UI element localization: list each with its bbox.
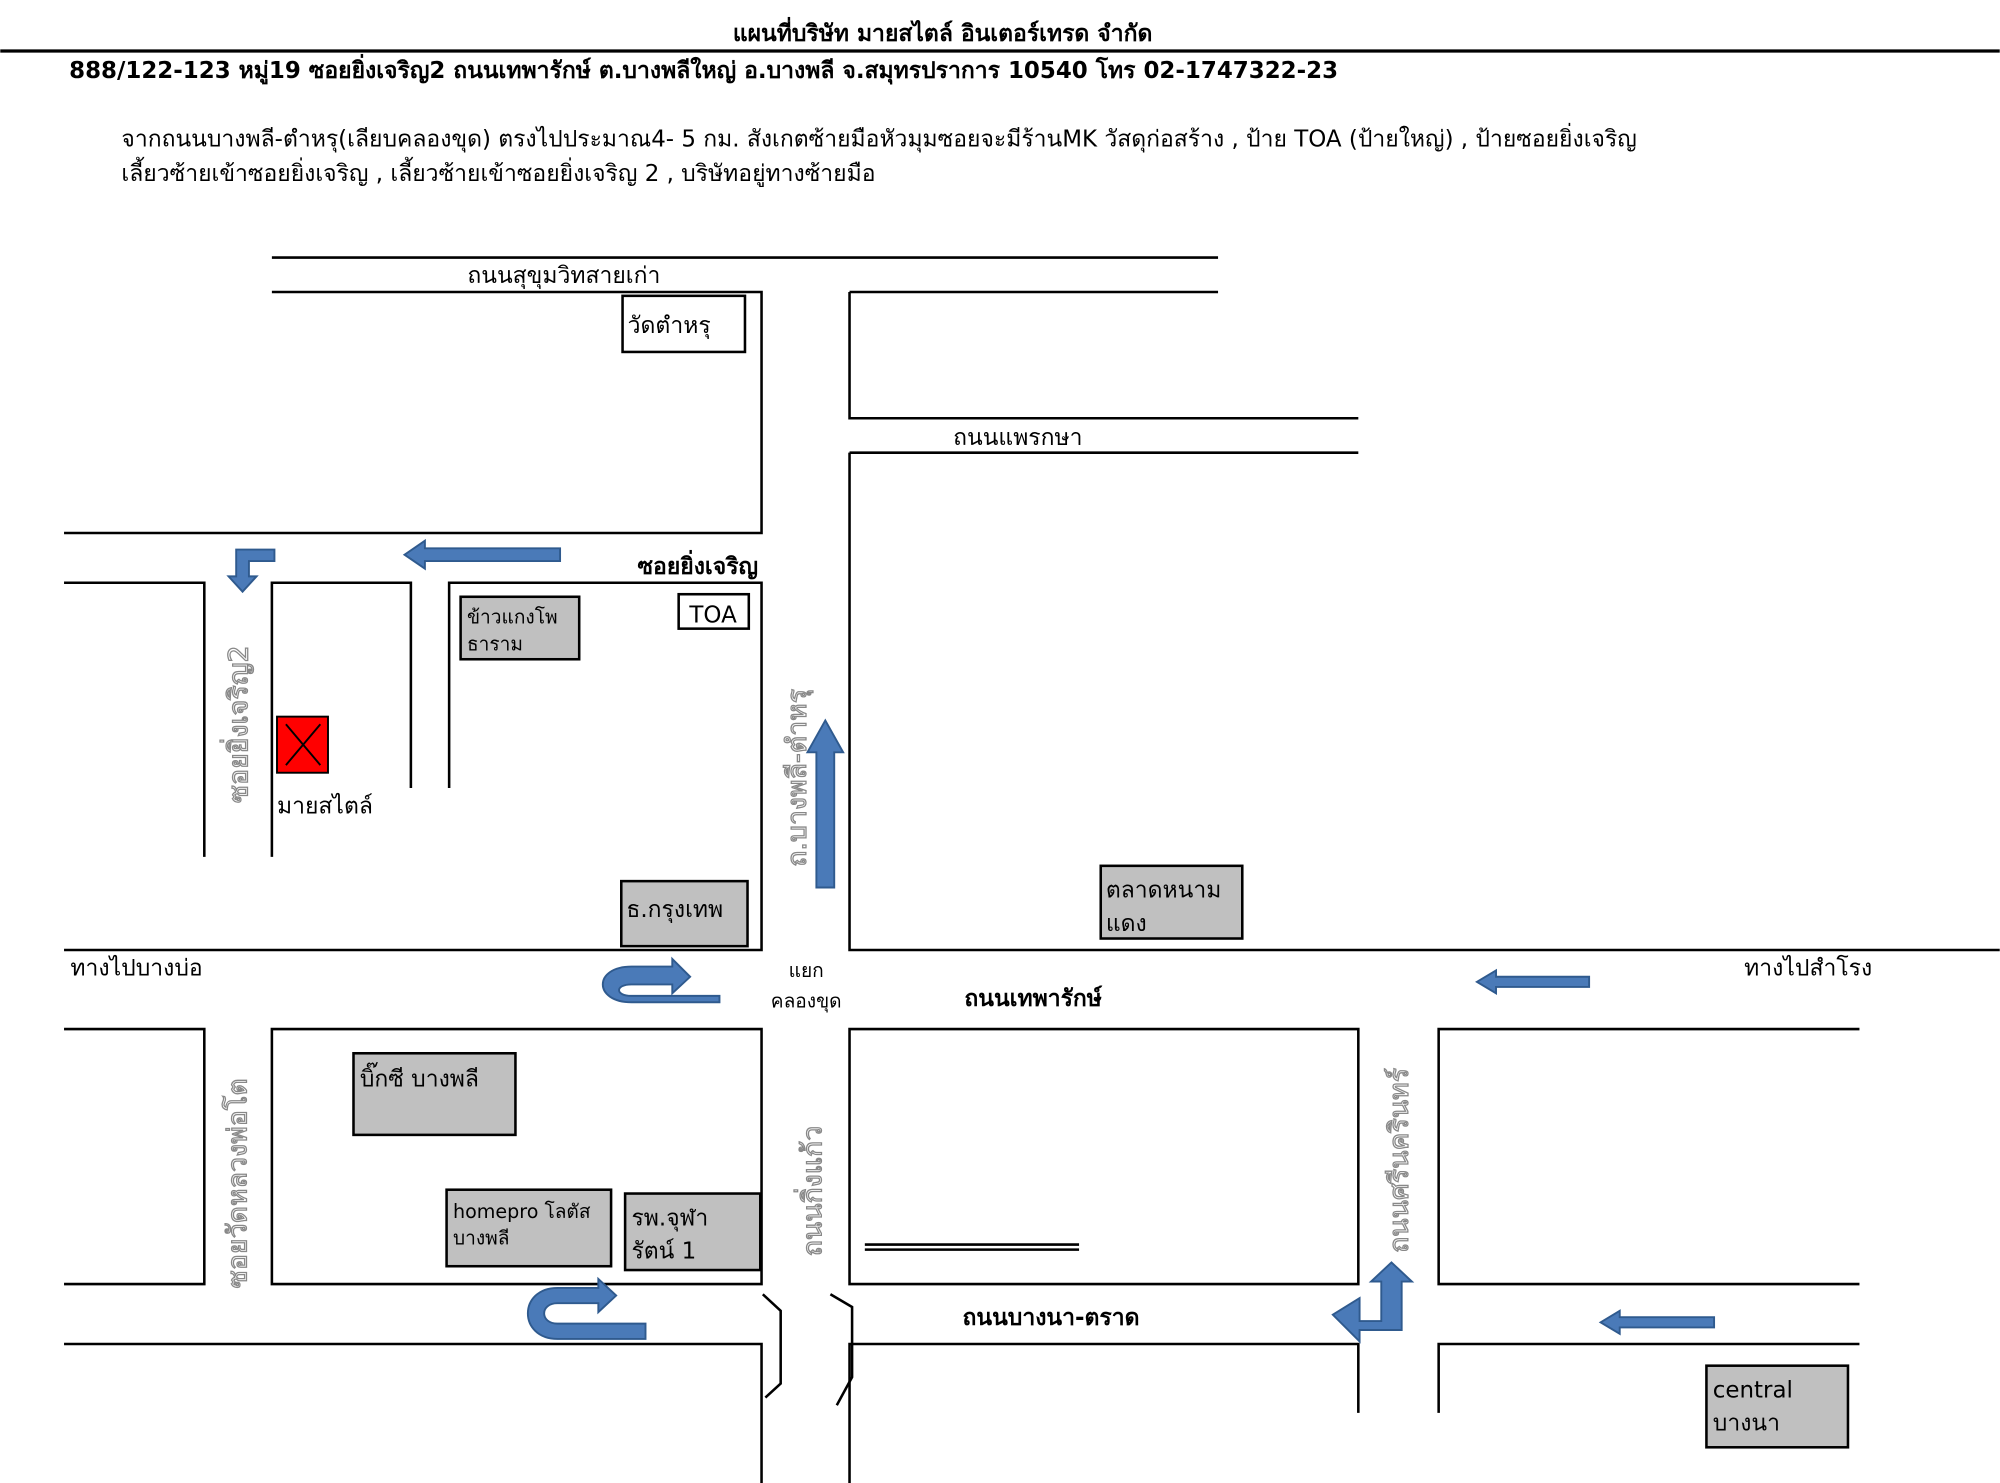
arrow-left-soi-icon	[402, 538, 562, 571]
landmark-bangkok-bank: ธ.กรุงเทพ	[620, 879, 749, 948]
svg-text:บางพลี: บางพลี	[453, 1227, 510, 1250]
svg-text:บิ๊กซี บางพลี: บิ๊กซี บางพลี	[360, 1061, 479, 1092]
junction-label-2: คลองขุด	[771, 989, 842, 1013]
junction-label-1: แยก	[789, 959, 824, 982]
road-sukhumvit-old: ถนนสุขุมวิทสายเก่า	[467, 263, 660, 289]
direction-arrows	[226, 538, 1716, 1344]
map-title: แผนที่บริษัท มายสไตล์ อินเตอร์เทรด จำกัด	[733, 16, 1153, 47]
svg-text:TOA: TOA	[688, 602, 737, 628]
road-theparak: ถนนเทพารักษ์	[964, 985, 1102, 1012]
directions-line-2: เลี้ยวซ้ายเข้าซอยยิ่งเจริญ , เลี้ยวซ้ายเ…	[121, 157, 875, 187]
svg-text:ตลาดหนาม: ตลาดหนาม	[1106, 878, 1222, 904]
road-srinakarin: ถนนศรีนครินทร์	[1384, 1068, 1415, 1253]
arrow-left-samrong-icon	[1475, 968, 1591, 996]
directions-line-1: จากถนนบางพลี-ตำหรุ(เลียบคลองขุด) ตรงไปปร…	[121, 123, 1636, 153]
svg-text:ข้าวแกงโพ: ข้าวแกงโพ	[467, 606, 558, 629]
uturn-bottom-icon	[526, 1276, 647, 1340]
svg-text:ธ.กรุงเทพ: ธ.กรุงเทพ	[626, 897, 723, 923]
company-address: 888/122-123 หมู่19 ซอยยิ่งเจริญ2 ถนนเทพา…	[69, 53, 1338, 85]
arrow-turn-up-icon	[1331, 1261, 1415, 1344]
svg-text:ธาราม: ธาราม	[467, 632, 523, 655]
company-location-marker	[276, 715, 329, 774]
svg-text:homepro โลตัส: homepro โลตัส	[453, 1200, 591, 1223]
landmark-homepro-lotus: homepro โลตัส บางพลี	[445, 1188, 613, 1268]
label-to-bangbo: ทางไปบางบ่อ	[70, 954, 202, 981]
landmark-chularat-hospital: รพ.จุฬา รัตน์ 1	[623, 1192, 762, 1272]
landmark-wat-tamru: วัดตำหรุ	[621, 294, 747, 354]
road-lines	[64, 256, 2000, 1483]
landmark-talad-namdaeng: ตลาดหนาม แดง	[1099, 864, 1244, 940]
landmark-toa: TOA	[677, 592, 751, 630]
road-phraeksa: ถนนแพรกษา	[953, 425, 1082, 451]
road-soi-wat-luangphoto: ซอยวัดหลวงพ่อโต	[222, 1078, 253, 1288]
landmark-bigc-bangphli: บิ๊กซี บางพลี	[352, 1051, 517, 1137]
svg-text:รพ.จุฬา: รพ.จุฬา	[631, 1205, 708, 1231]
landmark-khaokaeng-photharam: ข้าวแกงโพ ธาราม	[459, 595, 581, 661]
arrow-turn-down-icon	[226, 548, 276, 594]
uturn-top-icon	[602, 956, 721, 1004]
svg-text:วัดตำหรุ: วัดตำหรุ	[628, 313, 711, 339]
svg-text:central: central	[1713, 1378, 1793, 1404]
arrow-left-bangna-icon	[1598, 1309, 1716, 1336]
arrow-up-icon	[805, 718, 845, 889]
road-kingkaew: ถนนกิ่งแก้ว	[793, 1126, 828, 1257]
company-label: มายสไตล์	[277, 793, 373, 820]
road-bangphli-tamru: ถ.บางพลี-ตำหรุ	[782, 689, 813, 867]
svg-text:แดง: แดง	[1106, 911, 1147, 937]
label-to-samrong: ทางไปสำโรง	[1744, 954, 1872, 981]
road-bangna-trad: ถนนบางนา-ตราด	[963, 1305, 1140, 1331]
road-soi-yingcharoen: ซอยยิ่งเจริญ	[638, 549, 759, 580]
landmark-central-bangna: central บางนา	[1705, 1364, 1850, 1449]
svg-text:บางนา: บางนา	[1713, 1411, 1780, 1437]
road-soi-yingcharoen2: ซอยยิ่งเจริญ2	[220, 645, 255, 803]
svg-text:รัตน์ 1: รัตน์ 1	[631, 1238, 696, 1265]
